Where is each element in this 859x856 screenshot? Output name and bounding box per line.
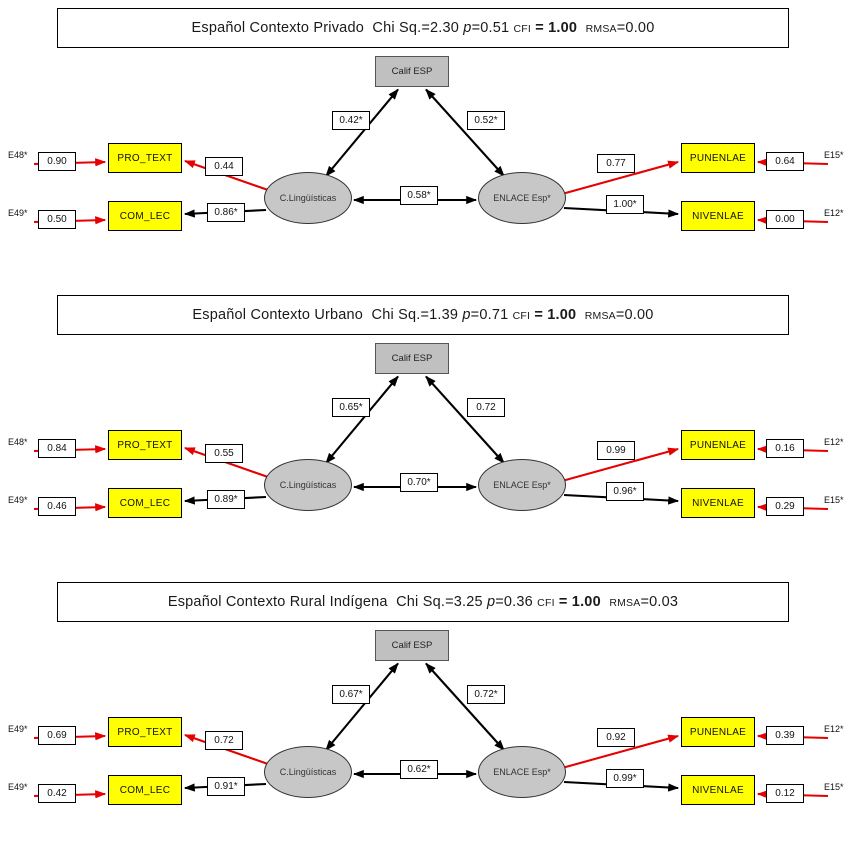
panel-title-text: Español Contexto Privado Chi Sq.=2.30 p=… (191, 20, 655, 36)
panel-title-box: Español Contexto Urbano Chi Sq.=1.39 p=0… (57, 295, 789, 335)
path-ling-pro-text (183, 734, 269, 765)
node-punenlae: PUNENLAE (681, 143, 755, 173)
error-label-nivenlae: E15* (824, 495, 844, 505)
node-nivenlae: NIVENLAE (681, 201, 755, 231)
label-enlace-punenlae: 0.77 (597, 153, 635, 173)
node-enlace-esp: ENLACE Esp* (478, 746, 566, 798)
error-label-pro-text: E49* (8, 724, 28, 734)
error-label-punenlae: E12* (824, 437, 844, 447)
label-err-com-lec: 0.42 (38, 783, 76, 803)
error-label-nivenlae: E12* (824, 208, 844, 218)
node-c-linguisticas: C.Lingüísticas (264, 172, 352, 224)
sem-panel-urbano: Español Contexto Urbano Chi Sq.=1.39 p=0… (0, 287, 859, 569)
label-ling-calif: 0.42* (332, 110, 370, 130)
label-enlace-punenlae: 0.99 (597, 440, 635, 460)
node-nivenlae: NIVENLAE (681, 775, 755, 805)
path-ling-calif (325, 88, 399, 177)
label-enlace-nivenlae: 0.96* (606, 481, 644, 501)
node-enlace-esp: ENLACE Esp* (478, 172, 566, 224)
label-ling-enlace: 0.58* (400, 185, 438, 205)
node-punenlae: PUNENLAE (681, 430, 755, 460)
node-calif-esp: Calif ESP (375, 56, 449, 87)
label-err-nivenlae: 0.29 (766, 496, 804, 516)
label-ling-com-lec: 0.91* (207, 776, 245, 796)
node-pro-text: PRO_TEXT (108, 143, 182, 173)
label-ling-pro-text: 0.72 (205, 730, 243, 750)
node-enlace-esp: ENLACE Esp* (478, 459, 566, 511)
panel-title-box: Español Contexto Privado Chi Sq.=2.30 p=… (57, 8, 789, 48)
label-enlace-punenlae: 0.92 (597, 727, 635, 747)
path-enlace-punenlae (561, 447, 680, 483)
error-label-com-lec: E49* (8, 782, 28, 792)
node-nivenlae: NIVENLAE (681, 488, 755, 518)
label-err-pro-text: 0.90 (38, 151, 76, 171)
path-ling-calif (325, 375, 399, 464)
label-ling-enlace: 0.70* (400, 472, 438, 492)
node-com-lec: COM_LEC (108, 775, 182, 805)
node-calif-esp: Calif ESP (375, 343, 449, 374)
path-enlace-calif (425, 375, 505, 464)
panel-title-text: Español Contexto Rural Indígena Chi Sq.=… (167, 594, 679, 610)
sem-panel-rural-indigena: Español Contexto Rural Indígena Chi Sq.=… (0, 574, 859, 856)
label-enlace-nivenlae: 1.00* (606, 194, 644, 214)
label-enlace-calif: 0.52* (467, 110, 505, 130)
node-calif-esp: Calif ESP (375, 630, 449, 661)
label-err-com-lec: 0.50 (38, 209, 76, 229)
panel-title-text: Español Contexto Urbano Chi Sq.=1.39 p=0… (192, 307, 654, 323)
path-enlace-punenlae (561, 160, 680, 196)
node-com-lec: COM_LEC (108, 488, 182, 518)
path-ling-pro-text (183, 160, 269, 191)
node-c-linguisticas: C.Lingüísticas (264, 459, 352, 511)
label-ling-pro-text: 0.44 (205, 156, 243, 176)
label-err-punenlae: 0.16 (766, 438, 804, 458)
node-pro-text: PRO_TEXT (108, 717, 182, 747)
node-punenlae: PUNENLAE (681, 717, 755, 747)
error-label-punenlae: E12* (824, 724, 844, 734)
label-ling-calif: 0.65* (332, 397, 370, 417)
label-ling-calif: 0.67* (332, 684, 370, 704)
label-enlace-calif: 0.72* (467, 684, 505, 704)
error-label-com-lec: E49* (8, 495, 28, 505)
error-label-com-lec: E49* (8, 208, 28, 218)
path-enlace-calif (425, 88, 505, 177)
panel-title-box: Español Contexto Rural Indígena Chi Sq.=… (57, 582, 789, 622)
label-err-punenlae: 0.64 (766, 151, 804, 171)
error-label-punenlae: E15* (824, 150, 844, 160)
node-pro-text: PRO_TEXT (108, 430, 182, 460)
label-ling-enlace: 0.62* (400, 759, 438, 779)
label-err-nivenlae: 0.00 (766, 209, 804, 229)
node-c-linguisticas: C.Lingüísticas (264, 746, 352, 798)
error-label-pro-text: E48* (8, 150, 28, 160)
path-ling-calif (325, 662, 399, 751)
error-label-nivenlae: E15* (824, 782, 844, 792)
label-err-nivenlae: 0.12 (766, 783, 804, 803)
label-enlace-nivenlae: 0.99* (606, 768, 644, 788)
label-ling-com-lec: 0.86* (207, 202, 245, 222)
label-ling-pro-text: 0.55 (205, 443, 243, 463)
label-err-punenlae: 0.39 (766, 725, 804, 745)
path-enlace-punenlae (561, 734, 680, 770)
node-com-lec: COM_LEC (108, 201, 182, 231)
label-ling-com-lec: 0.89* (207, 489, 245, 509)
path-enlace-calif (425, 662, 505, 751)
sem-panel-privado: Español Contexto Privado Chi Sq.=2.30 p=… (0, 0, 859, 282)
label-err-com-lec: 0.46 (38, 496, 76, 516)
path-ling-pro-text (183, 447, 269, 478)
label-err-pro-text: 0.84 (38, 438, 76, 458)
label-enlace-calif: 0.72 (467, 397, 505, 417)
label-err-pro-text: 0.69 (38, 725, 76, 745)
error-label-pro-text: E48* (8, 437, 28, 447)
